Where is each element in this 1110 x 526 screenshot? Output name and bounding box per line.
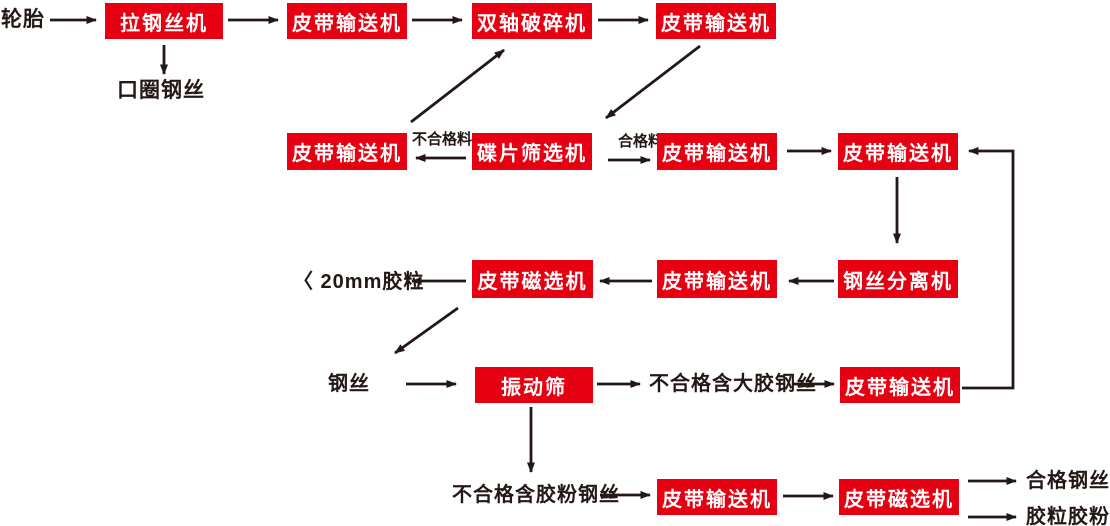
- node-wire-separator: 钢丝分离机: [838, 260, 958, 298]
- node-vibrating-screen: 振动筛: [475, 367, 593, 403]
- node-belt-conveyor-3: 皮带输送机: [287, 133, 407, 170]
- label-qualified-steel-wire: 合格钢丝: [1026, 470, 1110, 492]
- node-belt-conveyor-8: 皮带输送机: [657, 479, 777, 515]
- node-belt-conveyor-6: 皮带输送机: [657, 260, 777, 298]
- label-qualified-material: 合格料: [618, 133, 664, 150]
- arrow-belt7-loop-to-belt5: [962, 147, 1015, 390]
- node-belt-conveyor-7: 皮带输送机: [840, 367, 960, 403]
- node-belt-magnetic-separator-1: 皮带磁选机: [472, 260, 593, 298]
- label-steel-wire: 钢丝: [328, 373, 370, 395]
- node-belt-conveyor-1: 皮带输送机: [287, 3, 407, 39]
- arrow-belt2-to-disc-screen: [605, 44, 701, 120]
- node-belt-conveyor-5: 皮带输送机: [838, 133, 958, 170]
- node-belt-conveyor-2: 皮带输送机: [656, 3, 776, 39]
- node-wire-drawing-machine: 拉钢丝机: [105, 3, 223, 39]
- node-double-shaft-crusher: 双轴破碎机: [472, 3, 592, 39]
- arrow-magnetic1-to-steel-wire: [394, 306, 459, 355]
- node-disc-screening-machine: 碟片筛选机: [472, 133, 592, 170]
- label-bead-wire: 口圈钢丝: [117, 79, 205, 102]
- label-rubber-granules-under-20mm: 〈 20mm胶粒: [293, 271, 425, 293]
- label-unqualified-material: 不合格料: [412, 131, 473, 148]
- label-unqualified-wire-large-rubber: 不合格含大胶钢丝: [649, 373, 817, 395]
- node-belt-magnetic-separator-2: 皮带磁选机: [839, 479, 959, 515]
- label-tire: 轮胎: [1, 8, 45, 31]
- label-unqualified-wire-rubber-powder: 不合格含胶粉钢丝: [452, 484, 620, 506]
- node-belt-conveyor-4: 皮带输送机: [657, 133, 777, 170]
- arrow-belt3-to-crusher: [410, 48, 505, 124]
- label-rubber-granules-and-powder: 胶粒胶粉: [1026, 506, 1110, 526]
